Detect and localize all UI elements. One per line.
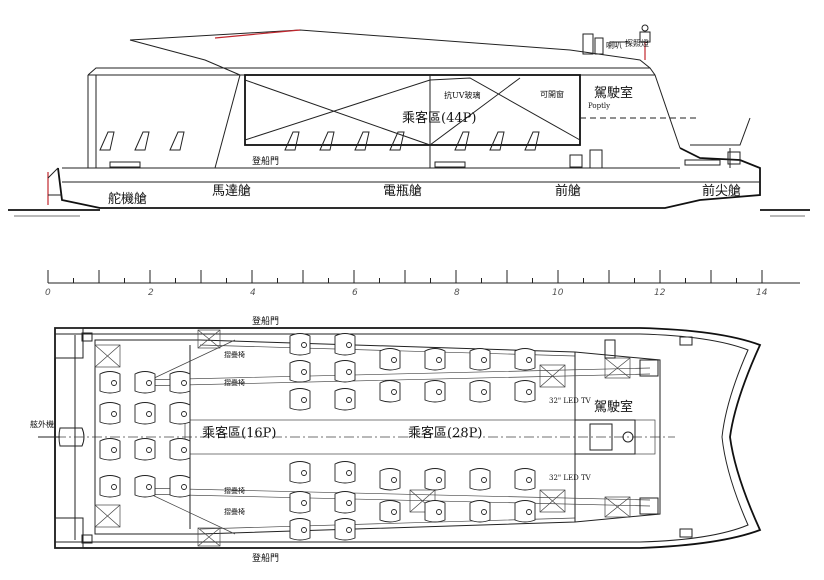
scale-tick-0: 0 [45,288,51,298]
label-wheelhouse-elevation: 駕駛室 [594,85,633,101]
label-fore-compartment: 前艙 [555,183,581,199]
plan-view [38,327,762,549]
seat [424,500,446,523]
seat-row-elevation [99,131,540,151]
label-uv-glass: 抗UV玻璃 [444,90,481,100]
plan-seats [99,333,536,541]
uv-glass-panel [244,74,581,146]
label-folding-chair-4: 摺疊椅 [224,507,245,516]
scale-tick-2: 2 [148,288,154,298]
scale-tick-10: 10 [552,288,564,298]
seat [469,348,491,371]
scale-tick-4: 4 [250,288,256,298]
label-rudder-compartment: 舵機艙 [108,192,147,207]
scale-bar [47,270,800,284]
seat [424,468,446,491]
scale-tick-6: 6 [352,288,358,298]
seat [334,461,356,484]
label-boarding-door-top: 登船門 [252,315,279,327]
hatches [94,329,631,547]
seat [289,333,311,356]
label-wheelhouse-plan: 駕駛室 [594,399,633,415]
seat [99,402,121,425]
steering-wheel-icon [622,431,634,443]
label-tv-top: 32" LED TV [549,397,592,405]
seat [99,475,121,498]
seat [134,402,156,425]
seat [514,380,536,403]
label-folding-chair-2: 摺疊椅 [224,378,245,387]
seat [99,438,121,461]
seat [424,380,446,403]
outboard-engine-icon [58,427,85,447]
hull-outline [57,147,761,209]
label-folding-chair-1: 摺疊椅 [224,350,245,359]
scale-tick-12: 12 [654,288,666,298]
seat [379,348,401,371]
seat [334,333,356,356]
label-boarding-door-bottom: 登船門 [252,552,279,564]
label-passenger-area-44p: 乘客區(44P) [402,110,476,126]
seat [289,461,311,484]
label-passenger-area-16p: 乘客區(16P) [202,425,276,441]
label-openable-window: 可開窗 [540,89,564,99]
seat [469,380,491,403]
seat [289,388,311,411]
seat [169,475,191,498]
seat [334,388,356,411]
roof-canopy [129,29,651,69]
seat [334,518,356,541]
seat [379,380,401,403]
seat [169,402,191,425]
seat [99,371,121,394]
searchlight-icon [641,24,649,32]
seat [514,468,536,491]
label-poptly: Poptly [588,102,610,110]
seat [169,371,191,394]
seat [289,518,311,541]
seat [134,438,156,461]
seat [469,500,491,523]
label-outboard-engine: 舷外機 [30,419,54,429]
seat [424,348,446,371]
seat [514,348,536,371]
side-elevation [8,24,810,217]
seat [134,371,156,394]
label-folding-chair-3: 摺疊椅 [224,486,245,495]
seat [514,500,536,523]
label-passenger-area-28p: 乘客區(28P) [408,425,482,441]
seat [379,468,401,491]
seat [334,491,356,514]
label-forepeak: 前尖艙 [702,183,741,199]
seat [334,360,356,383]
label-searchlight: 探照燈 [625,38,649,48]
label-tv-bottom: 32" LED TV [549,474,592,482]
seat [134,475,156,498]
seat [289,360,311,383]
plan-hull-outline [54,327,762,549]
seat [379,500,401,523]
scale-tick-8: 8 [454,288,460,298]
horn-icon [582,33,594,55]
seat [469,468,491,491]
label-horn: 喇叭 [606,40,622,50]
seat [289,491,311,514]
label-boarding-door-elevation: 登船門 [252,155,279,167]
label-motor-compartment: 馬達艙 [212,184,251,199]
helm-console [574,419,636,455]
scale-tick-14: 14 [756,288,768,298]
label-battery-compartment: 電瓶艙 [383,184,422,199]
seat [169,438,191,461]
